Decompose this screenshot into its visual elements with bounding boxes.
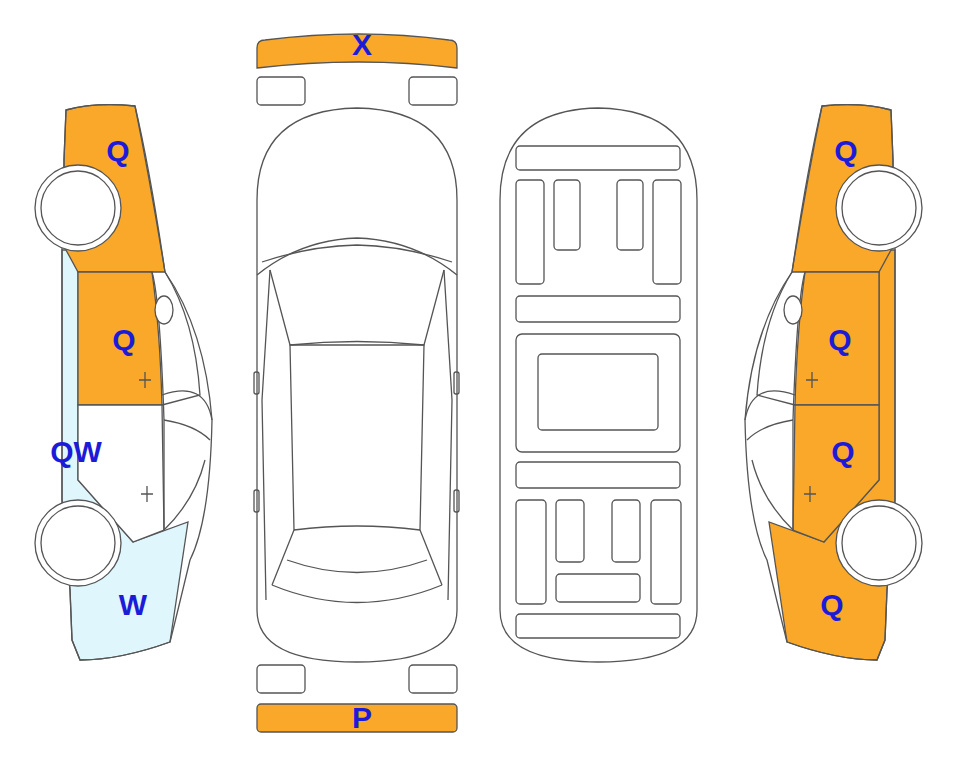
damage-code: Q	[828, 325, 851, 355]
right-side-view	[745, 105, 922, 660]
damage-code: Q	[112, 325, 135, 355]
damage-code: W	[119, 590, 147, 620]
top-view	[254, 34, 459, 732]
underside-view	[500, 108, 697, 662]
damage-code: X	[352, 30, 372, 60]
damage-code: Q	[831, 437, 854, 467]
damage-code: P	[352, 703, 372, 733]
damage-code: Q	[820, 590, 843, 620]
damage-code: Q	[106, 136, 129, 166]
left-side-view	[35, 105, 212, 660]
damage-code: QW	[50, 437, 102, 467]
damage-code: Q	[834, 136, 857, 166]
